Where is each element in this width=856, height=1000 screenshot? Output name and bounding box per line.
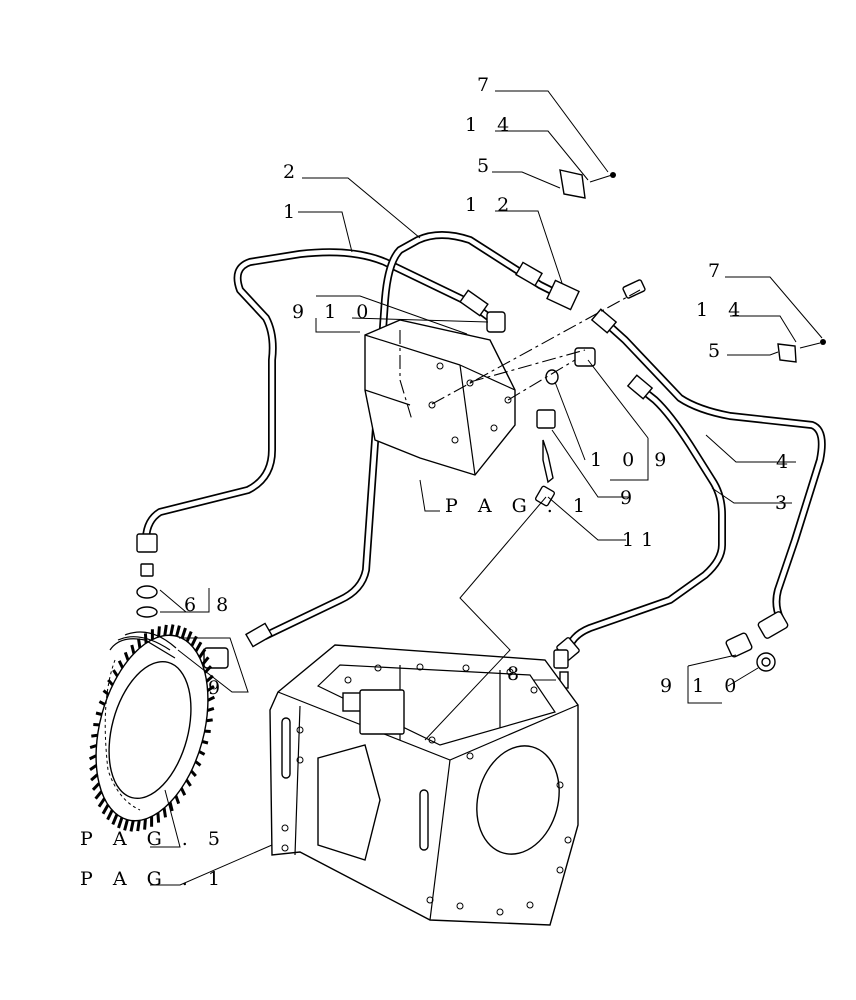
callout-14-right: 1 4 [696, 299, 747, 321]
callout-7-top: 7 [477, 74, 496, 96]
callout-14-top: 1 4 [465, 114, 516, 136]
callout-8-right: 8 [507, 663, 526, 685]
callout-9-10-right: 9 1 0 [660, 675, 743, 697]
ring-gear-teeth [88, 624, 216, 832]
reference-pag-1-valve: P A G . 1 [445, 495, 592, 517]
callout-12: 1 2 [465, 194, 516, 216]
callout-3: 3 [775, 492, 794, 514]
pipe-3 [566, 384, 726, 649]
small-fittings [136, 169, 826, 689]
pipe-4 [601, 318, 826, 622]
callout-11: 11 [622, 529, 660, 551]
pipe-2 [261, 231, 564, 640]
ring-gear [95, 631, 209, 822]
callout-7-right: 7 [708, 260, 727, 282]
callout-9-10-top: 9 1 0 [292, 301, 375, 323]
callout-4: 4 [776, 451, 795, 473]
transmission-housing [269, 644, 579, 926]
leader-lines [150, 90, 823, 886]
reference-pag-1-housing: P A G . 1 [80, 868, 227, 890]
alignment-lines [399, 289, 641, 421]
pipe-1 [142, 248, 494, 542]
callout-5-right: 5 [708, 340, 727, 362]
callout-10-9: 1 0 9 [590, 449, 673, 471]
callout-2: 2 [283, 161, 302, 183]
callout-labels: 7 1 4 5 2 1 1 2 7 1 4 5 9 1 0 1 0 9 4 3 … [80, 74, 795, 890]
callout-9-mid: 9 [620, 487, 639, 509]
callout-6-8: 6 8 [184, 594, 235, 616]
callout-5-top: 5 [477, 155, 496, 177]
callout-1: 1 [283, 201, 302, 223]
pipe-fittings [136, 261, 789, 669]
reference-pag-5: P A G . 5 [80, 828, 227, 850]
gear-teeth [88, 624, 216, 832]
valve-block [364, 319, 516, 476]
